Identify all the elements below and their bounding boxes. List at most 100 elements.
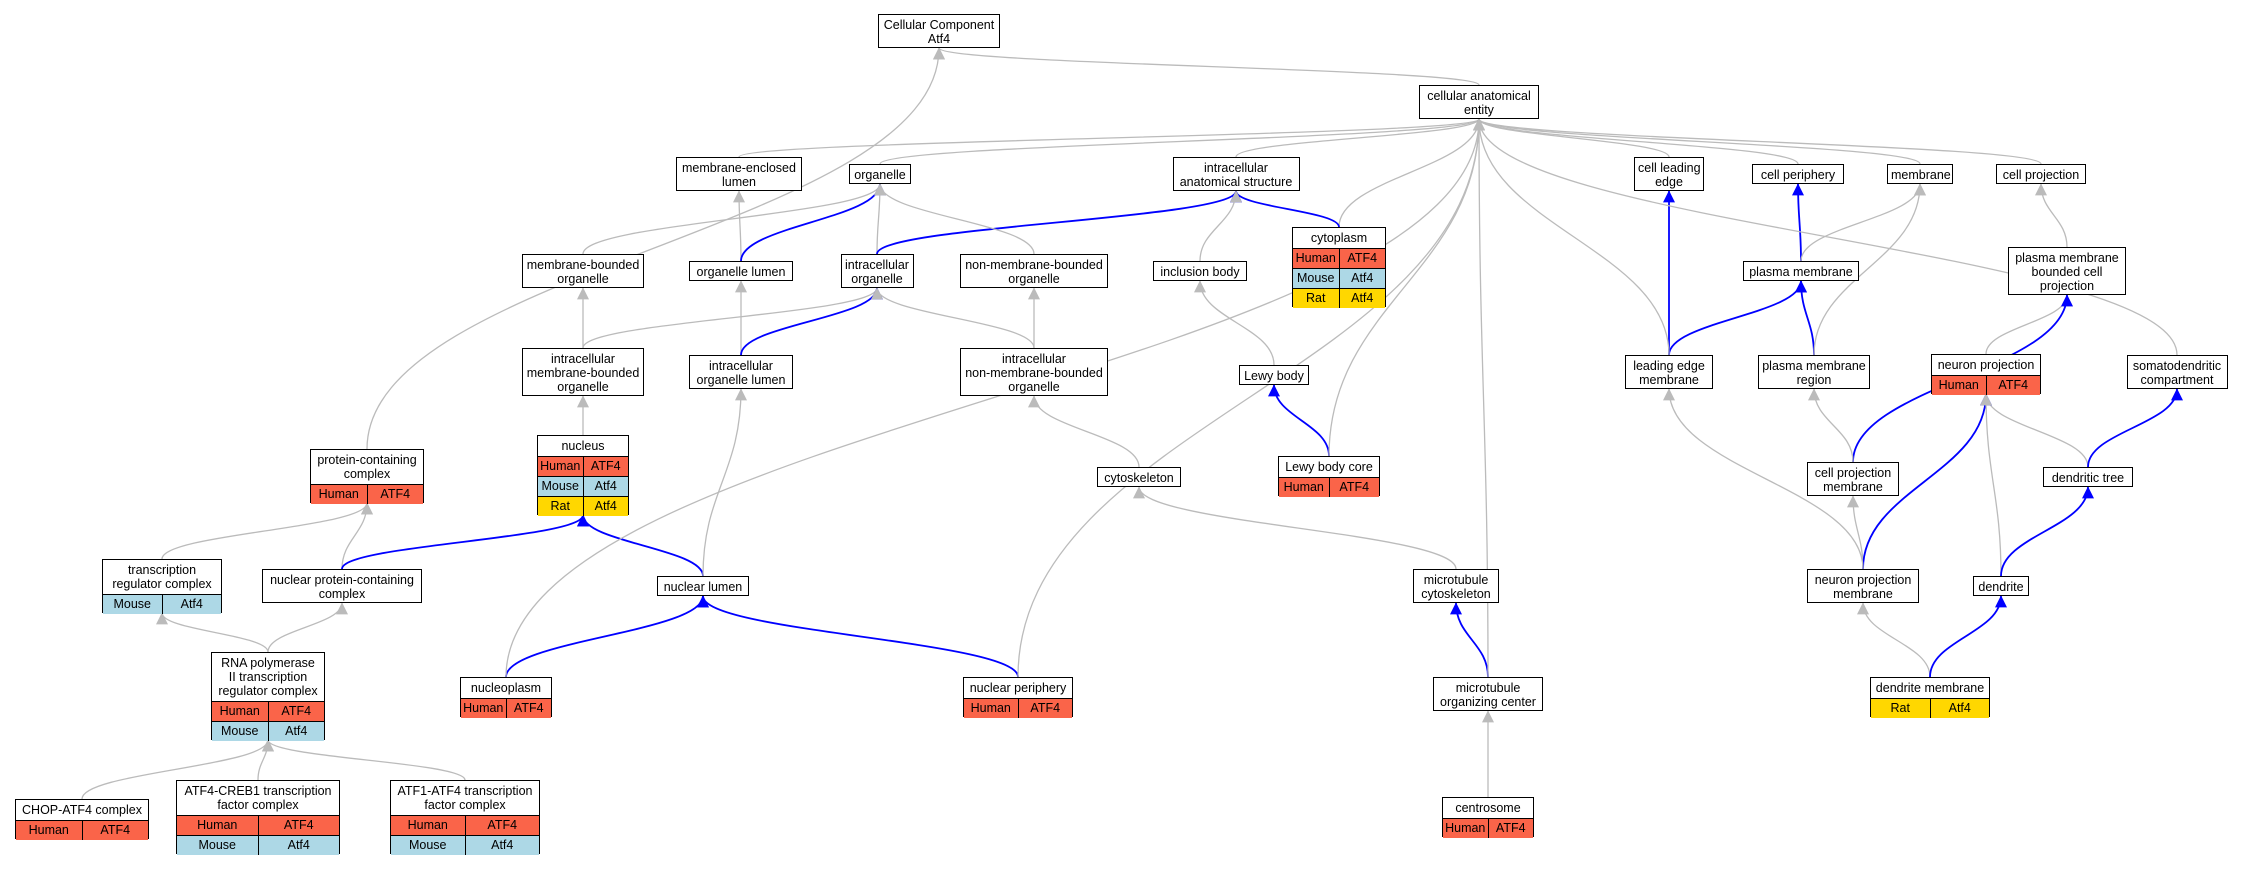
edge-is-a — [366, 47, 945, 450]
term-label: nuclear periphery — [964, 678, 1072, 698]
term-label-line: organelle — [1008, 380, 1060, 394]
term-label-line: nucleus — [561, 439, 605, 453]
edge-part-of — [876, 190, 1242, 255]
term-label-line: membrane-bounded — [526, 366, 640, 380]
edge-part-of — [1795, 280, 1815, 356]
term-label-line: dendritic tree — [2051, 471, 2125, 485]
edge-is-a — [1473, 118, 2178, 356]
term-label-line: Lewy body — [1244, 369, 1304, 383]
go-term-cproj: cell projection — [1996, 164, 2086, 184]
term-label-line: Cellular Component — [883, 18, 995, 32]
edge-part-of — [1668, 280, 1807, 356]
edge-is-a — [341, 502, 373, 570]
species-label: Human — [1283, 480, 1324, 494]
gene-symbol: ATF4 — [1017, 699, 1073, 718]
term-label-line: transcription — [127, 563, 197, 577]
term-label-line: bounded cell — [2031, 265, 2103, 279]
edge-is-a — [161, 502, 373, 560]
species-label: Mouse — [198, 838, 237, 852]
term-label: dendrite membrane — [1871, 678, 1989, 698]
edge-is-a — [505, 118, 1485, 678]
term-label-line: ATF4-CREB1 transcription — [184, 784, 332, 798]
edge-part-of — [1450, 602, 1489, 678]
term-label: Lewy body — [1240, 366, 1308, 386]
term-label-line: cytoskeleton — [1421, 587, 1491, 601]
term-label-line: intracellular — [551, 352, 615, 366]
term-label-line: intracellular — [1204, 161, 1268, 175]
term-label-line: factor complex — [424, 798, 506, 812]
go-term-org: organelle — [849, 164, 911, 184]
term-label-line: regulator complex — [218, 684, 318, 698]
gene-symbol: ATF4 — [1985, 376, 2041, 395]
term-label-line: nucleoplasm — [470, 681, 542, 695]
term-label-line: dendrite membrane — [1875, 681, 1985, 695]
edge-is-a — [1133, 486, 1457, 570]
edge-is-a — [879, 118, 1485, 165]
edge-is-a — [1808, 388, 1854, 463]
term-label-line: cell projection — [2002, 168, 2080, 182]
term-label-line: complex — [343, 467, 391, 481]
edge-is-a — [1980, 393, 2089, 468]
term-label: neuron projection — [1932, 355, 2040, 375]
species-label: Human — [28, 823, 69, 837]
term-label-line: leading edge — [1633, 359, 1705, 373]
term-label: Lewy body core — [1279, 457, 1379, 477]
edge-is-a — [1663, 388, 1864, 570]
term-label: CHOP-ATF4 complex — [16, 800, 148, 820]
term-label-line: intracellular — [1002, 352, 1066, 366]
term-label-line: protein-containing — [317, 453, 417, 467]
term-label: cytoplasm — [1293, 228, 1385, 248]
term-label: organelle — [850, 165, 910, 185]
term-label-line: intracellular — [709, 359, 773, 373]
term-label-line: CHOP-ATF4 complex — [22, 803, 142, 817]
term-label-line: organelle lumen — [696, 265, 786, 279]
species-label: Human — [1295, 251, 1336, 265]
go-term-dtree: dendritic tree — [2043, 467, 2133, 487]
edge-is-a — [933, 47, 1480, 86]
edge-is-a — [1473, 118, 1799, 165]
species-label: Human — [1938, 378, 1979, 392]
term-label-line: membrane — [1833, 587, 1893, 601]
term-label-line: cellular anatomical — [1427, 89, 1531, 103]
species-label: Mouse — [408, 838, 447, 852]
gene-symbol: Atf4 — [1929, 699, 1990, 718]
term-label-line: anatomical structure — [1179, 175, 1293, 189]
go-term-lewy: Lewy body — [1239, 365, 1309, 385]
species-label: Mouse — [220, 724, 259, 738]
species-label: Human — [219, 704, 260, 718]
edge-is-a — [156, 612, 269, 653]
term-label: dendritic tree — [2044, 468, 2132, 488]
edge-part-of — [1862, 393, 1992, 570]
gene-symbol: ATF4 — [464, 816, 540, 835]
go-term-pm: plasma membrane — [1743, 261, 1859, 281]
edge-is-a — [871, 287, 1035, 349]
